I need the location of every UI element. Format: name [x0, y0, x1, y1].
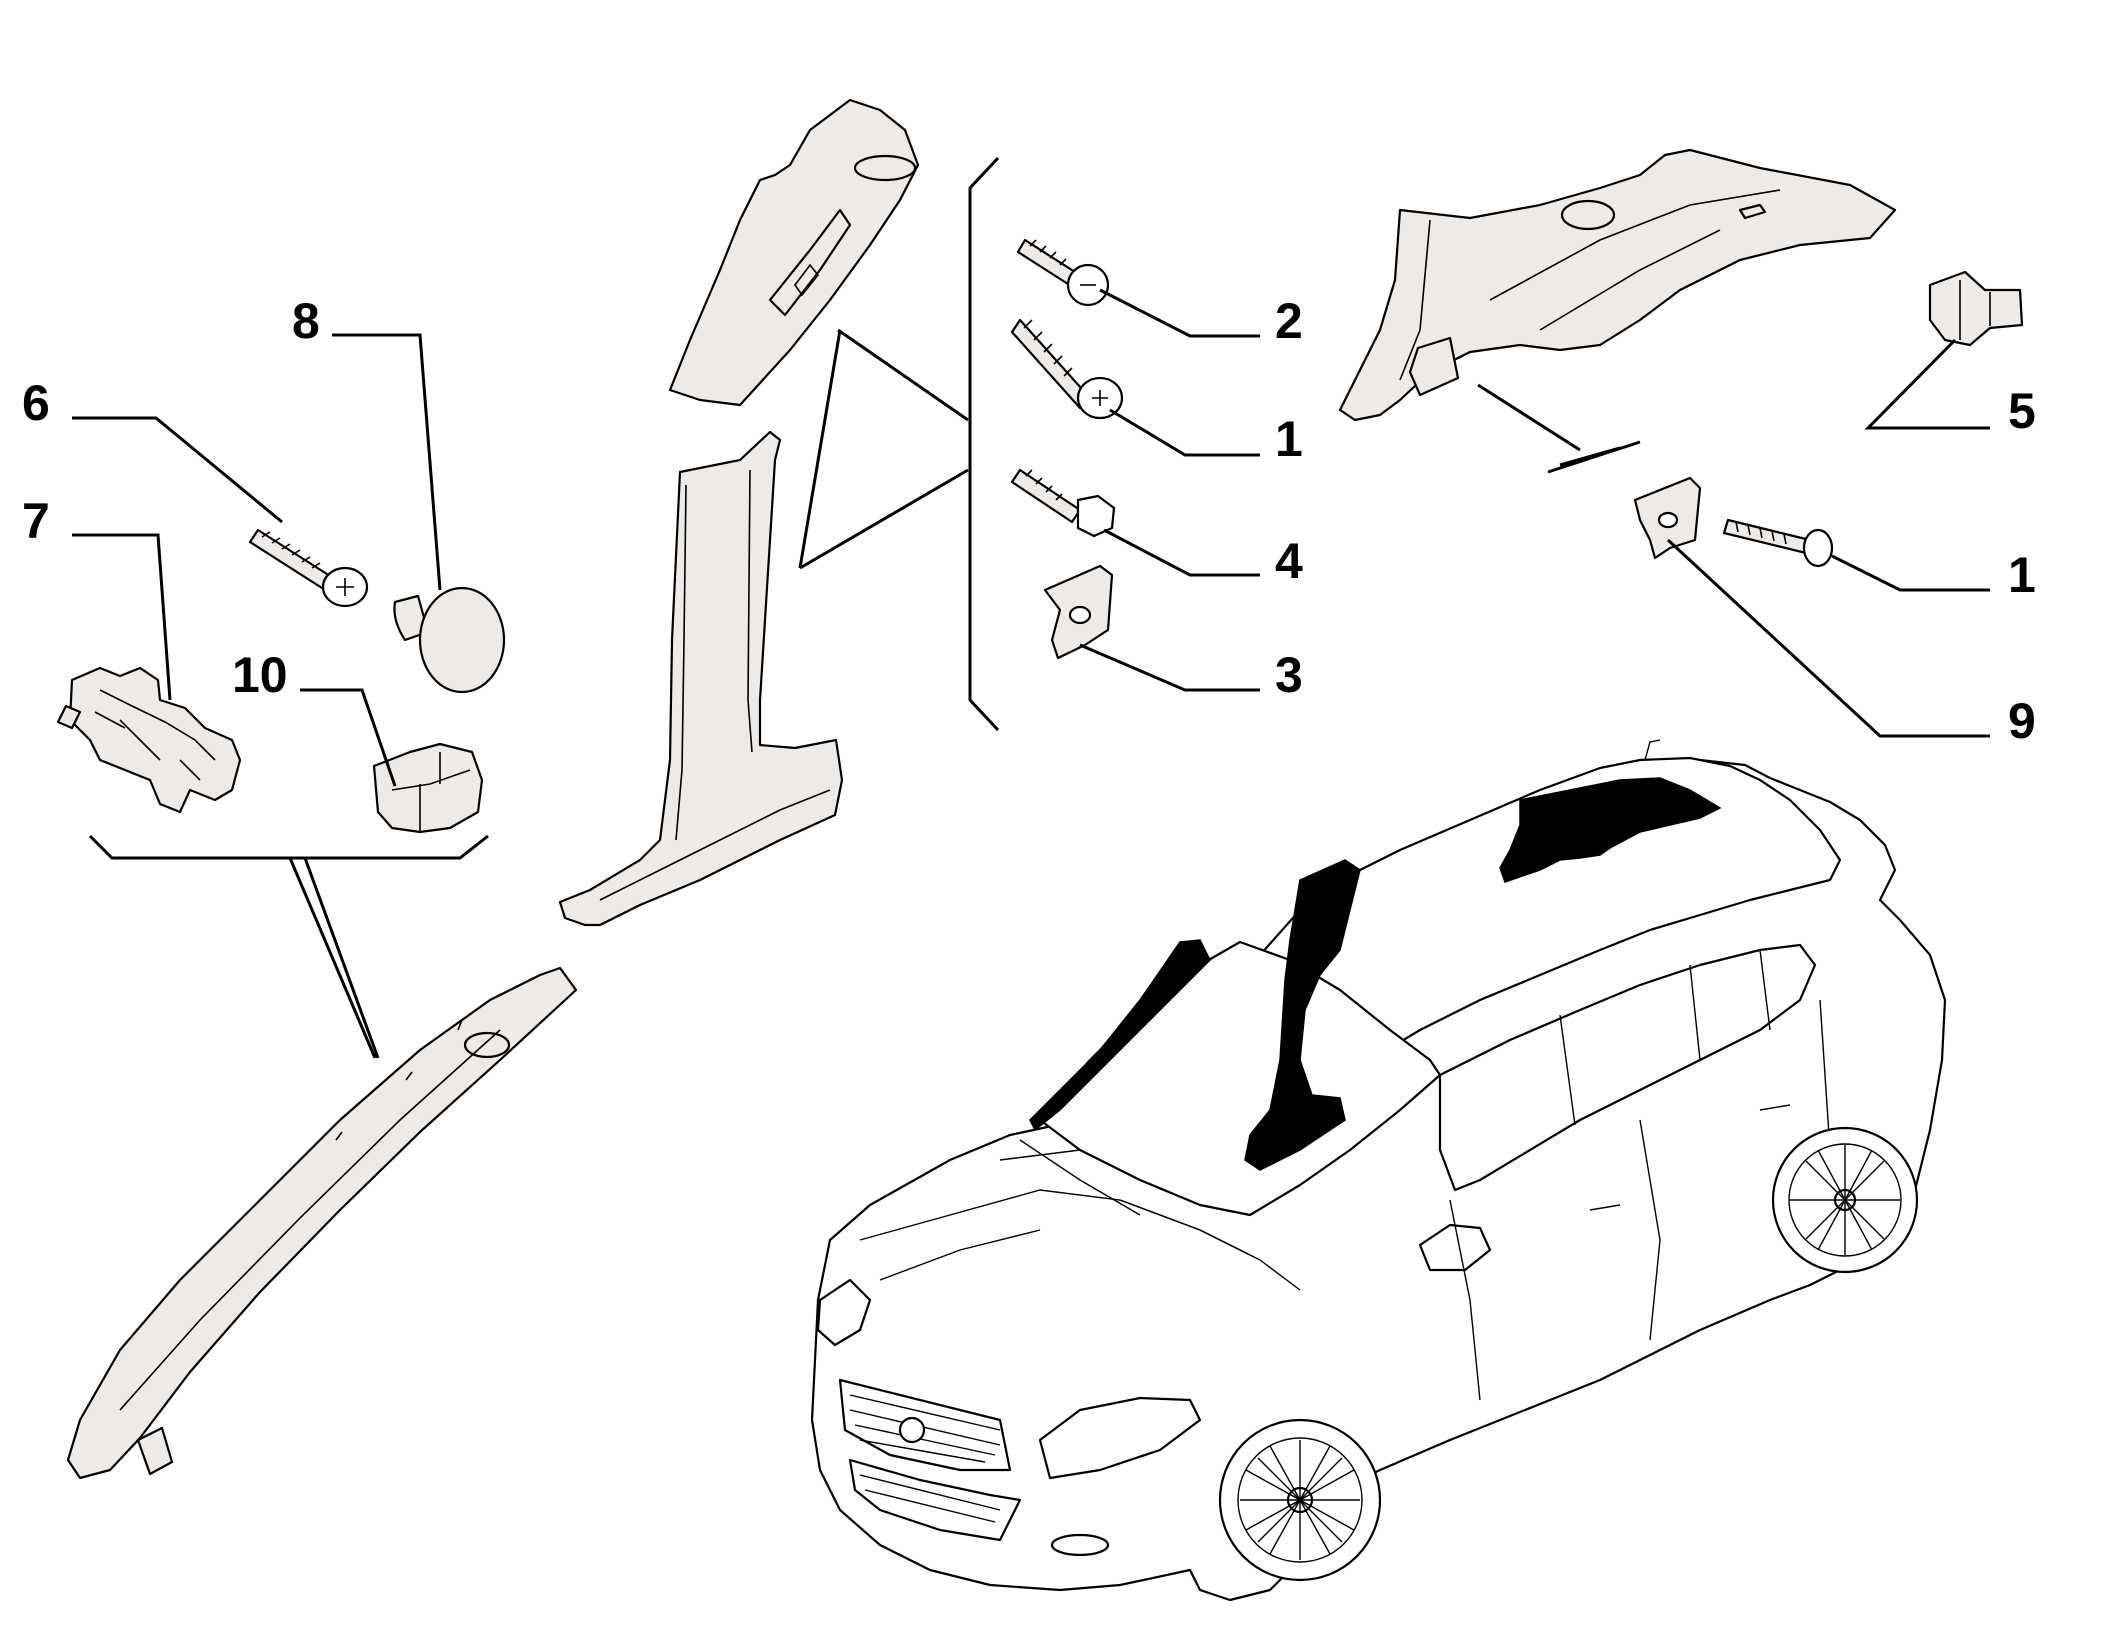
sill-trim-panel [66, 966, 578, 1480]
clip-part-5 [1928, 270, 2024, 347]
leader-5 [1864, 338, 1990, 430]
leader-7 [72, 533, 172, 701]
leader-8 [332, 333, 442, 591]
leader-6 [72, 416, 283, 524]
pointer-lines [798, 328, 969, 570]
leader-1-right [1831, 554, 1990, 592]
screw-part-6 [248, 528, 369, 608]
car-illustration [810, 739, 1947, 1602]
callout-3: 3 [1275, 647, 1303, 703]
leader-1-left [1109, 408, 1260, 457]
group-bracket [88, 834, 489, 860]
callout-2: 2 [1275, 293, 1303, 349]
bracket-leader [288, 857, 380, 1059]
callout-4: 4 [1275, 533, 1303, 589]
leader-4 [1103, 528, 1260, 577]
screw-part-4 [1010, 468, 1116, 538]
callout-8: 8 [292, 293, 320, 349]
clip-part-7 [56, 666, 242, 814]
callout-6: 6 [22, 375, 50, 431]
callout-1-left: 1 [1275, 411, 1303, 467]
callout-9: 9 [2008, 693, 2036, 749]
clip-part-9 [1633, 476, 1702, 560]
clip-part-3 [1043, 564, 1114, 660]
callout-7: 7 [22, 493, 50, 549]
cap-part-8 [393, 586, 506, 694]
callout-10: 10 [232, 647, 288, 703]
screw-part-1-right [1722, 518, 1834, 568]
b-pillar-upper-trim [668, 98, 920, 407]
leader-10 [300, 688, 397, 787]
leader-9 [1666, 538, 1990, 738]
callout-5: 5 [2008, 383, 2036, 439]
rear-pillar-trim [1338, 148, 1897, 422]
leader-2 [1099, 288, 1260, 338]
screw-part-2 [1016, 238, 1110, 307]
clip-part-10 [372, 742, 484, 834]
screw-part-1-left [1010, 318, 1124, 420]
callout-1-right: 1 [2008, 547, 2036, 603]
pointer-9-bracket [1477, 383, 1641, 474]
leader-3 [1079, 643, 1260, 692]
hardware-bracket [968, 156, 1000, 732]
b-pillar-lower-trim [558, 430, 844, 927]
